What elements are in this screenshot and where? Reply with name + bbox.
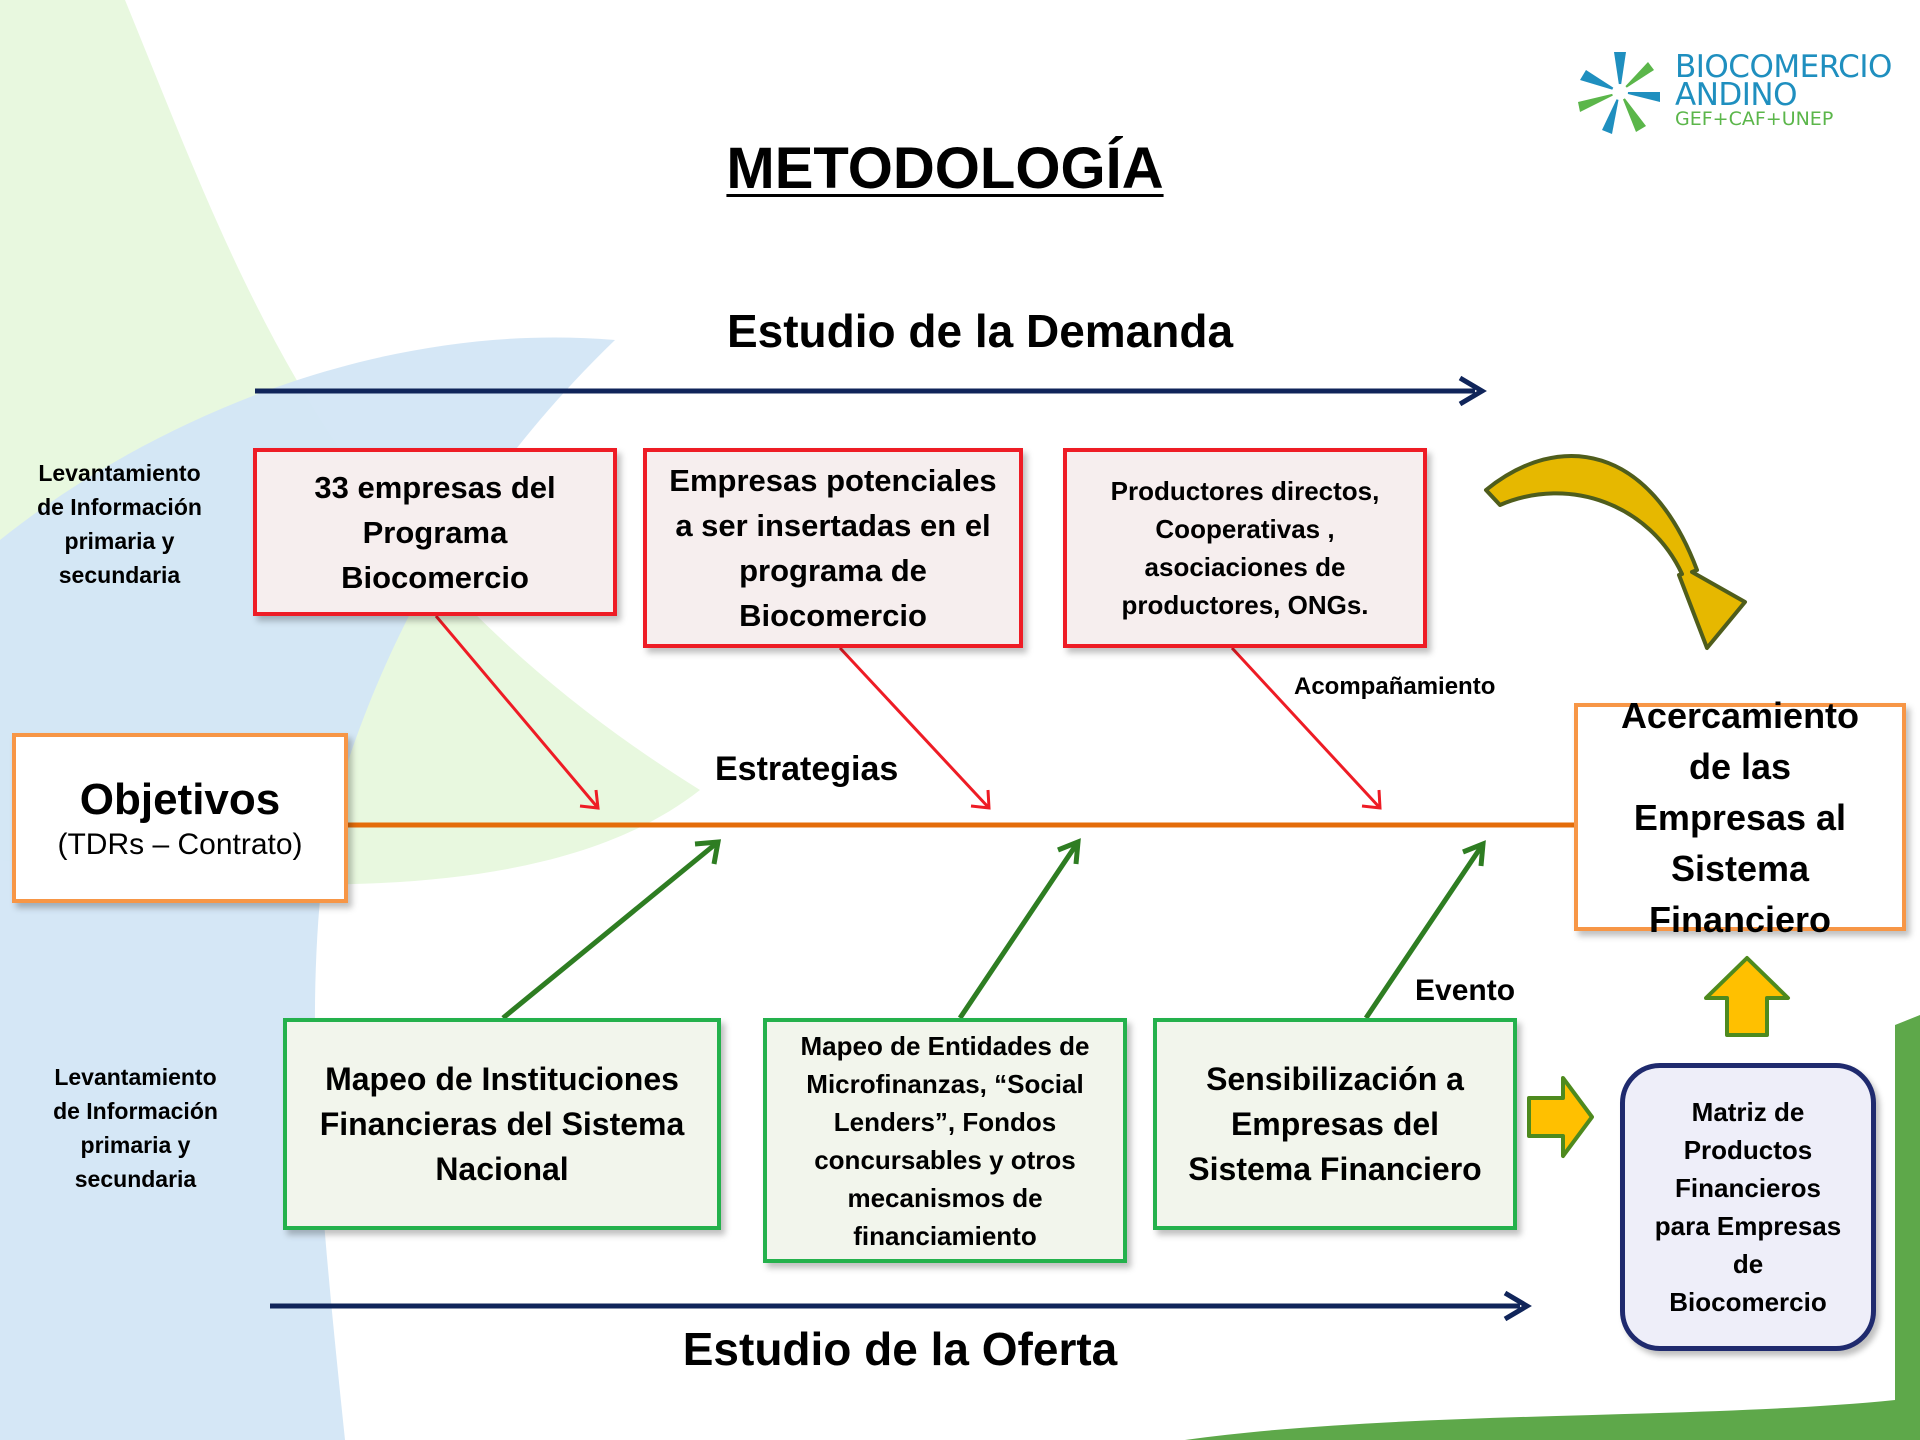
demand-arrow-3 [1230, 646, 1382, 810]
right-gold-arrow [1527, 1076, 1594, 1158]
page-title: METODOLOGÍA [726, 136, 1164, 201]
supply-heading: Estudio de la Oferta [682, 1323, 1118, 1375]
outcome-box: Acercamiento de las Empresas al Sistema … [1574, 695, 1906, 940]
logo-line-1: BIOCOMERCIO [1675, 49, 1892, 85]
demand-timeline-arrow [255, 375, 1487, 407]
supply-arrow-1 [501, 839, 722, 1020]
star-flower-icon [1578, 52, 1660, 134]
supply-box-1: Mapeo de Instituciones Financieras del S… [283, 1018, 721, 1230]
matrix-box: Matriz de Productos Financieros para Emp… [1620, 1063, 1876, 1351]
demand-arrow-1 [434, 615, 600, 810]
curved-gold-arrow [1484, 454, 1747, 650]
logo: BIOCOMERCIO ANDINO GEF+CAF+UNEP [1572, 48, 1892, 138]
background-green-shape-left [0, 0, 60, 400]
event-label: Evento [1415, 974, 1516, 1007]
logo-line-2: ANDINO [1675, 77, 1798, 113]
demand-box-2: Empresas potenciales a ser insertadas en… [643, 448, 1023, 648]
demand-box-3: Productores directos, Cooperativas , aso… [1063, 448, 1427, 648]
supply-side-label: Levantamiento de Información primaria y … [53, 1064, 218, 1192]
demand-side-label: Levantamiento de Información primaria y … [37, 460, 202, 588]
supply-arrow-3 [1363, 840, 1486, 1020]
objectives-box: Objetivos (TDRs – Contrato) [12, 733, 348, 903]
demand-box-1: 33 empresas del Programa Biocomercio [253, 448, 617, 616]
supply-arrow-2 [957, 838, 1081, 1020]
objectives-subtitle: (TDRs – Contrato) [57, 828, 303, 861]
strategies-label: Estrategias [715, 750, 899, 788]
logo-line-3: GEF+CAF+UNEP [1675, 108, 1834, 130]
supply-box-3: Sensibilización a Empresas del Sistema F… [1153, 1018, 1517, 1230]
up-gold-arrow [1704, 956, 1790, 1037]
demand-arrow-2 [838, 646, 991, 810]
supply-timeline-arrow [270, 1290, 1532, 1322]
accompaniment-label: Acompañamiento [1294, 673, 1496, 700]
objectives-title: Objetivos [79, 775, 281, 824]
demand-heading: Estudio de la Demanda [726, 305, 1234, 357]
supply-box-2: Mapeo de Entidades de Microfinanzas, “So… [763, 1018, 1127, 1263]
